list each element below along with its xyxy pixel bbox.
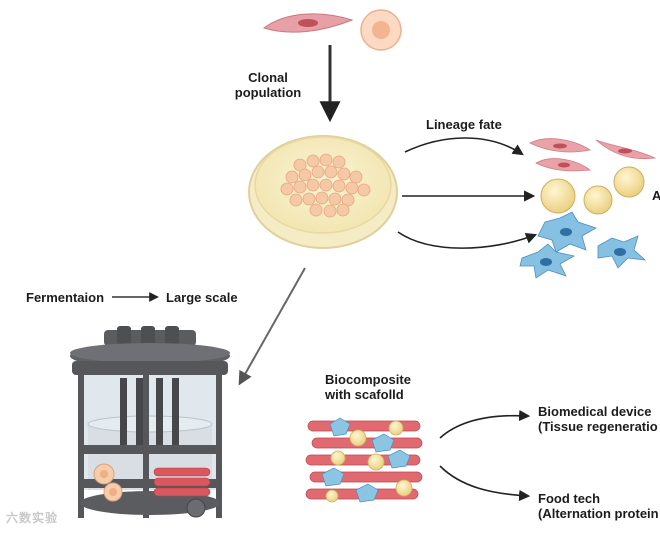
bioreactor-muscle-fibers <box>153 467 211 497</box>
adipo-fragment-label: A <box>652 188 660 203</box>
round-cell-nucleus <box>372 21 390 39</box>
fat-cells-icon <box>540 166 645 215</box>
arrow-to-muscle <box>404 137 524 156</box>
arrow-to-bioreactor <box>238 267 306 386</box>
biocomposite-scaffold-icon <box>305 417 423 503</box>
large-scale-label: Large scale <box>166 290 238 305</box>
lineage-fate-label: Lineage fate <box>426 117 502 132</box>
arrow-to-neural <box>397 231 538 249</box>
arrow-to-biomedical <box>439 409 531 439</box>
watermark-logo: 六数实验 <box>6 511 59 525</box>
stem-cells-group <box>262 9 402 51</box>
arrow-to-food-tech <box>439 465 531 502</box>
biomedical-device-label: Biomedical device (Tissue regeneratio <box>538 404 658 434</box>
neural-cells-icon <box>519 211 647 279</box>
spindle-cell-nucleus <box>298 19 318 27</box>
petri-dish-icon <box>248 135 398 249</box>
fermentation-label: Fermentaion <box>26 290 105 305</box>
muscle-cells-icon <box>529 138 657 172</box>
food-tech-label: Food tech (Alternation protein <box>538 491 659 521</box>
clonal-population-label: Clonal population <box>234 70 302 100</box>
bioreactor-icon <box>70 326 230 518</box>
cell-colony <box>280 153 371 218</box>
biocomposite-label: Biocomposite with scafolld <box>325 372 411 402</box>
